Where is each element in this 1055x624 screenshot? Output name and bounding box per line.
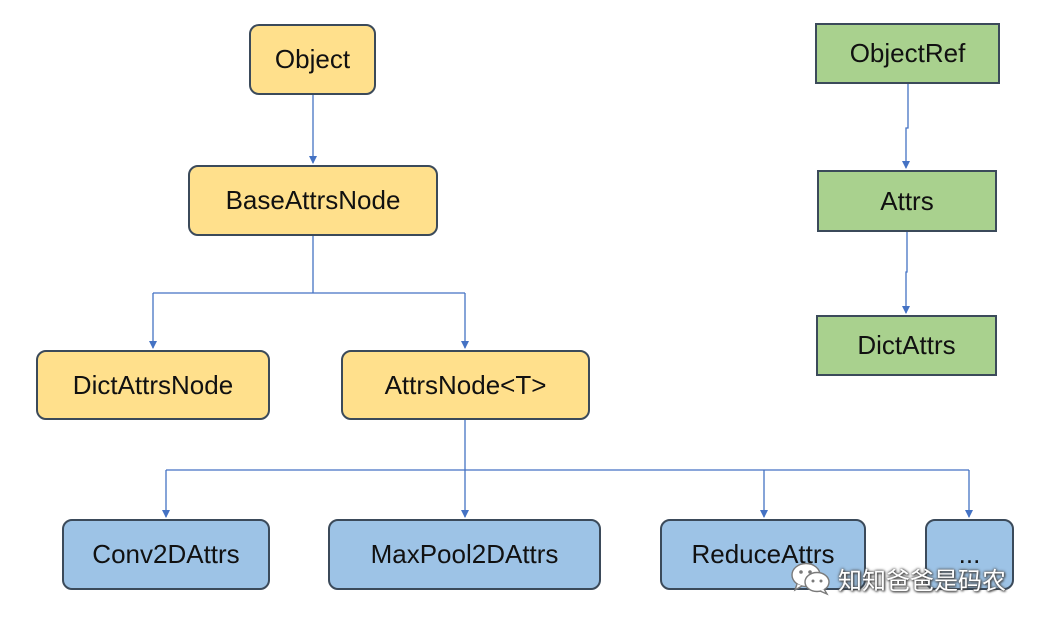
node-maxpool2d-attrs: MaxPool2DAttrs [328, 519, 601, 590]
edge-objectref-attrs [902, 84, 910, 169]
node-conv2d-attrs: Conv2DAttrs [62, 519, 270, 590]
node-dict-attrs-label: DictAttrs [857, 330, 956, 360]
node-attrs-node-t: AttrsNode<T> [341, 350, 590, 420]
node-maxpool2d-attrs-label: MaxPool2DAttrs [370, 539, 559, 569]
node-base-attrs-node: BaseAttrsNode [188, 165, 438, 236]
wechat-icon [791, 562, 830, 596]
node-attrs-label: Attrs [880, 185, 934, 216]
node-ellipsis-label: ... [958, 539, 981, 569]
node-conv2d-attrs-label: Conv2DAttrs [92, 539, 240, 569]
watermark: 知知爸爸是码农 [790, 558, 1006, 598]
node-dict-attrs-node: DictAttrsNode [36, 350, 270, 420]
node-base-attrs-node-label: BaseAttrsNode [225, 185, 401, 215]
node-object-label: Object [274, 44, 351, 74]
node-attrs: Attrs [817, 170, 997, 232]
node-dict-attrs-node-label: DictAttrsNode [72, 369, 234, 400]
edge-attrs-dictattrs [902, 232, 910, 314]
node-object-ref-label: ObjectRef [849, 38, 966, 68]
node-attrs-node-t-label: AttrsNode<T> [384, 369, 547, 400]
node-object-ref: ObjectRef [815, 23, 1000, 84]
node-ellipsis: ... [925, 519, 1014, 590]
watermark-text: 知知爸爸是码农 [838, 566, 1006, 595]
node-dict-attrs: DictAttrs [816, 315, 997, 376]
node-object: Object [249, 24, 376, 95]
